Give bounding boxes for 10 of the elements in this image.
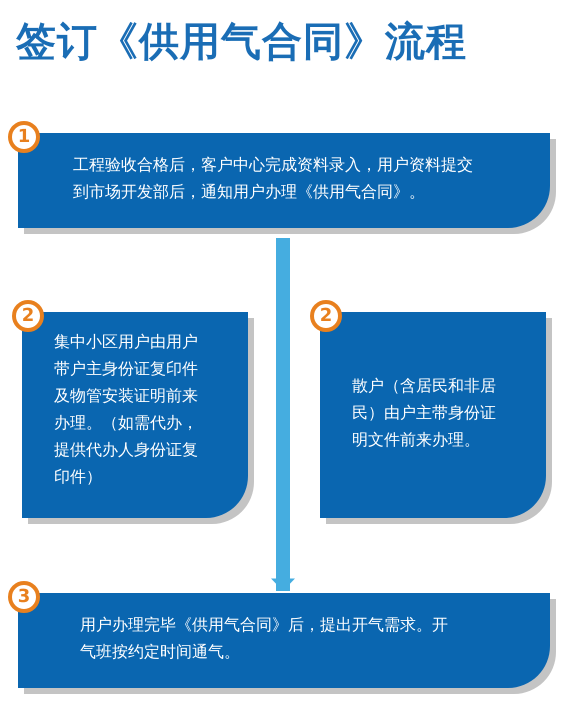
step-text: 用户办理完毕《供用气合同》后，提出开气需求。开气班按约定时间通气。 (80, 614, 449, 663)
step-text: 工程验收合格后，客户中心完成资料录入，用户资料提交到市场开发部后，通知用户办理《供用气合同》。 (73, 154, 474, 203)
step-number: 3 (8, 581, 40, 613)
flow-arrow (271, 238, 295, 591)
step-number: 2 (12, 300, 44, 332)
title: 签订《供用气合同》流程 (16, 18, 467, 67)
step-text: 集中小区用户由用户带户主身份证复印件及物管安装证明前来办理。（如需代办，提供代办人身份证复印件） (54, 331, 199, 488)
step-number: 2 (310, 300, 342, 332)
step-text: 散户（含居民和非居民）由户主带身份证明文件前来办理。 (352, 375, 497, 451)
step-number: 1 (8, 121, 40, 153)
